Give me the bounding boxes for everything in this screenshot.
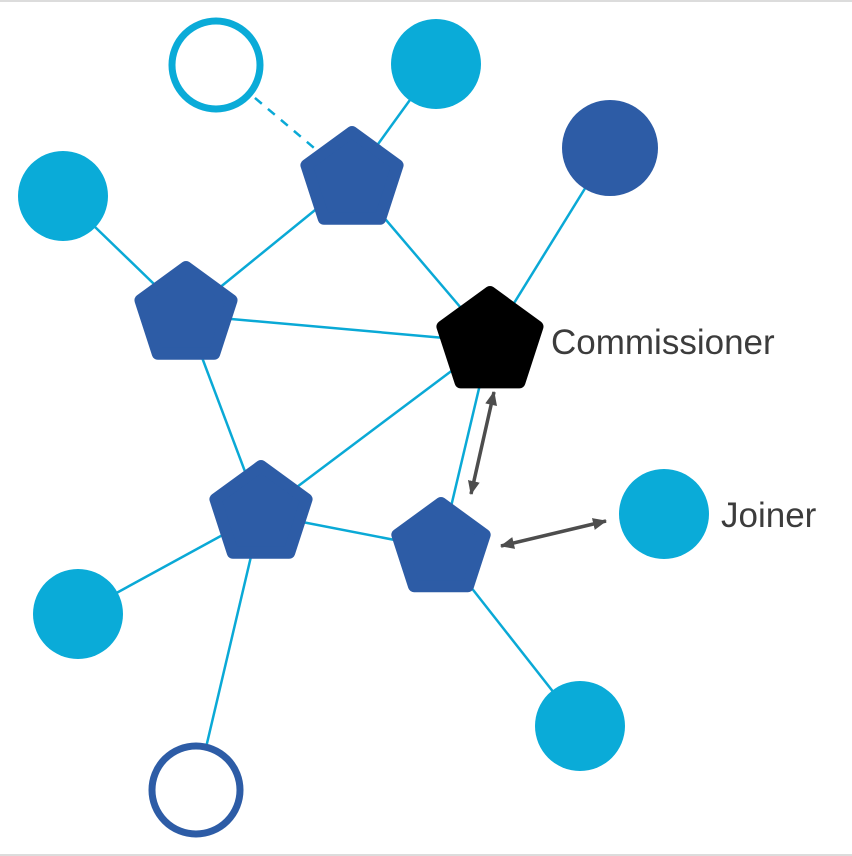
- cyan-circle-device-left: [18, 151, 108, 241]
- router-pentagon-left: [134, 261, 238, 360]
- open-circle-device-bottom: [148, 742, 244, 838]
- router-pentagon-bottom-left: [209, 460, 313, 559]
- device-nodes-layer: [18, 17, 709, 838]
- joiner-label: Joiner: [721, 496, 817, 535]
- open-circle-device-top-left: [168, 17, 264, 113]
- joiner-circle: [619, 469, 709, 559]
- commissioner-router-arrow: [468, 391, 497, 495]
- cyan-circle-device-top: [391, 19, 481, 109]
- network-link-end-device-open-cyan--router-top: [215, 64, 353, 181]
- router-pentagon-bottom-middle: [391, 497, 491, 593]
- bottom-divider: [0, 854, 852, 856]
- session-arrows-layer: [468, 391, 607, 549]
- top-divider: [0, 0, 852, 2]
- router-pentagon-top: [300, 126, 404, 225]
- network-link-router-left--commissioner: [185, 313, 491, 344]
- commissioner-pentagon: [436, 286, 544, 389]
- navy-circle-device-top-right: [562, 100, 658, 196]
- cyan-circle-device-bottom-left: [33, 569, 123, 659]
- cyan-circle-device-bottom-right: [535, 681, 625, 771]
- commissioner-label: Commissioner: [551, 323, 775, 362]
- joiner-router-arrow: [500, 518, 607, 549]
